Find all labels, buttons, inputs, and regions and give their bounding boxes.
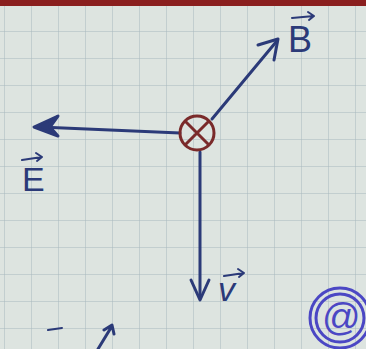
logo-mark: @ [322,298,361,336]
b-vector [212,42,276,119]
a-fragment [98,325,114,349]
vector-label: B [288,22,312,58]
b-head [258,39,278,60]
e-overarrow [22,153,42,161]
vector-label: E [22,162,45,196]
a-overarrow [48,328,62,330]
vector-label: v [218,272,235,306]
e-head [34,116,58,136]
logo-ring [310,288,366,348]
e-vector [40,127,180,133]
v-head [191,280,209,300]
logo-ring-inner [316,294,364,342]
into-page-symbol [180,116,214,150]
b-overarrow [292,12,314,20]
into-page-cross [185,121,209,145]
top-bar [0,0,366,6]
v-vector [199,152,202,298]
